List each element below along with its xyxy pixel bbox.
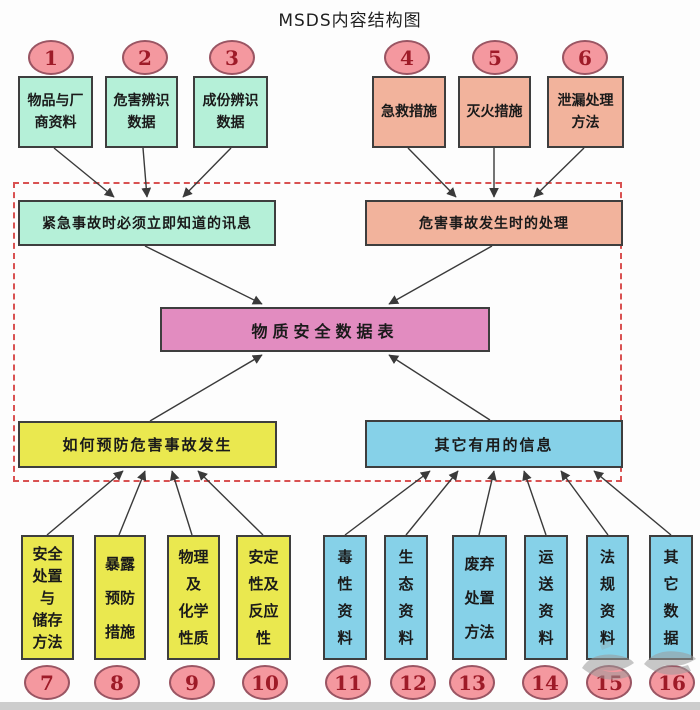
- top-oval-1: 1: [28, 40, 74, 75]
- top-box-hazard-id-data: 危害辨识 数据: [105, 76, 178, 148]
- top-box-leak-handling: 泄漏处理 方法: [547, 76, 624, 148]
- number-label: 16: [658, 670, 686, 695]
- number-label: 15: [595, 670, 623, 695]
- top-box-item-supplier-info: 物品与厂 商资料: [18, 76, 93, 148]
- vbox-toxicity-data: 毒 性 资 料: [323, 535, 367, 660]
- emergency-info-box: 紧急事故时必须立即知道的讯息: [18, 200, 276, 246]
- vbox-ecology-data: 生 态 资 料: [384, 535, 428, 660]
- bottom-gray-strip: [0, 702, 700, 710]
- bottom-oval-11: 11: [325, 665, 371, 700]
- bottom-oval-9: 9: [169, 665, 215, 700]
- top-box-first-aid: 急救措施: [372, 76, 446, 148]
- top-oval-4: 4: [384, 40, 430, 75]
- number-label: 8: [110, 670, 124, 695]
- number-label: 5: [488, 45, 502, 70]
- diagram-title: MSDS内容结构图: [278, 11, 422, 31]
- number-label: 2: [138, 45, 152, 70]
- vbox-exposure-prevention: 暴露 预防 措施: [94, 535, 146, 660]
- vbox-disposal-method: 废弃 处置 方法: [452, 535, 507, 660]
- number-label: 3: [225, 45, 239, 70]
- number-label: 13: [458, 670, 486, 695]
- bottom-oval-13: 13: [449, 665, 495, 700]
- number-label: 14: [531, 670, 559, 695]
- vbox-regulation-data: 法 规 资 料: [586, 535, 629, 660]
- number-label: 11: [334, 670, 362, 695]
- hazard-handling-box: 危害事故发生时的处理: [365, 200, 623, 246]
- number-label: 6: [578, 45, 592, 70]
- vbox-physical-chemical: 物理 及 化学 性质: [167, 535, 220, 660]
- bottom-oval-10: 10: [242, 665, 288, 700]
- number-label: 12: [399, 670, 427, 695]
- top-oval-2: 2: [122, 40, 168, 75]
- bottom-oval-14: 14: [522, 665, 568, 700]
- bottom-oval-7: 7: [24, 665, 70, 700]
- vbox-safe-handling-storage: 安全 处置 与 储存 方法: [21, 535, 74, 660]
- vbox-stability-reactivity: 安定 性及 反应 性: [236, 535, 291, 660]
- bottom-oval-8: 8: [94, 665, 140, 700]
- top-oval-5: 5: [472, 40, 518, 75]
- vbox-transport-data: 运 送 资 料: [524, 535, 568, 660]
- dashed-region: [13, 182, 622, 482]
- number-label: 10: [251, 670, 279, 695]
- other-info-box: 其它有用的信息: [365, 420, 623, 468]
- number-label: 1: [44, 45, 58, 70]
- msds-center-box: 物质安全数据表: [160, 307, 490, 352]
- number-label: 7: [40, 670, 54, 695]
- top-oval-6: 6: [562, 40, 608, 75]
- prevention-box: 如何预防危害事故发生: [18, 421, 277, 468]
- bottom-oval-16: 16: [649, 665, 695, 700]
- vbox-other-data: 其 它 数 据: [649, 535, 693, 660]
- bottom-oval-12: 12: [390, 665, 436, 700]
- top-box-composition-id-data: 成份辨识 数据: [193, 76, 268, 148]
- bottom-oval-15: 15: [586, 665, 632, 700]
- top-oval-3: 3: [209, 40, 255, 75]
- number-label: 9: [185, 670, 199, 695]
- top-box-fire-fighting: 灭火措施: [458, 76, 531, 148]
- number-label: 4: [400, 45, 414, 70]
